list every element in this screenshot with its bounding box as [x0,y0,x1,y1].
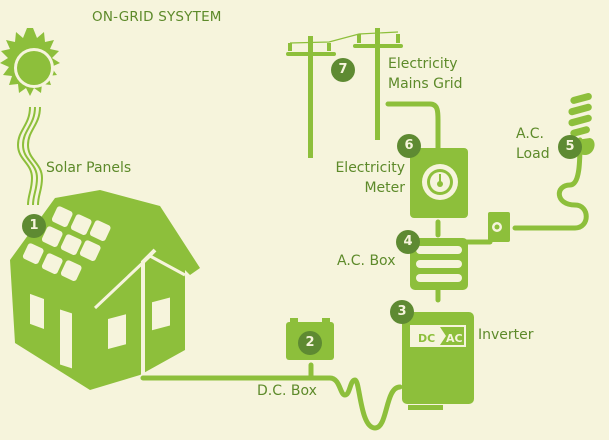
badge-7: 7 [331,58,355,82]
label-dc-box: D.C. Box [257,383,317,399]
label-meter-line1: Electricity [335,160,405,176]
label-grid-line2: Mains Grid [388,76,463,92]
page-title: ON-GRID SYSYTEM [92,9,222,25]
ac-text: AC [446,332,463,345]
label-meter-line2: Meter [364,180,405,196]
label-solar-panels: Solar Panels [46,160,132,176]
label-inverter: Inverter [478,327,534,343]
sun-icon [0,28,60,96]
label-ac-load-line1: A.C. [516,126,545,142]
switch-icon [488,212,510,242]
ac-arrow [440,327,464,345]
ac-box-icon [410,238,468,290]
electricity-meter-icon [410,148,468,218]
badge-5: 5 [558,135,582,159]
label-grid-line1: Electricity [388,56,458,72]
sun-to-panel-wires [16,106,44,206]
badge-3: 3 [390,300,414,324]
dc-text: DC [418,332,435,345]
label-ac-load-line2: Load [516,146,550,162]
solar-panel-icon [22,206,111,281]
badge-6: 6 [397,134,421,158]
label-ac-box: A.C. Box [337,253,396,269]
power-poles-icon [286,28,403,158]
wires [140,101,589,431]
badge-2: 2 [298,331,322,355]
badge-1: 1 [22,214,46,238]
badge-4: 4 [396,230,420,254]
